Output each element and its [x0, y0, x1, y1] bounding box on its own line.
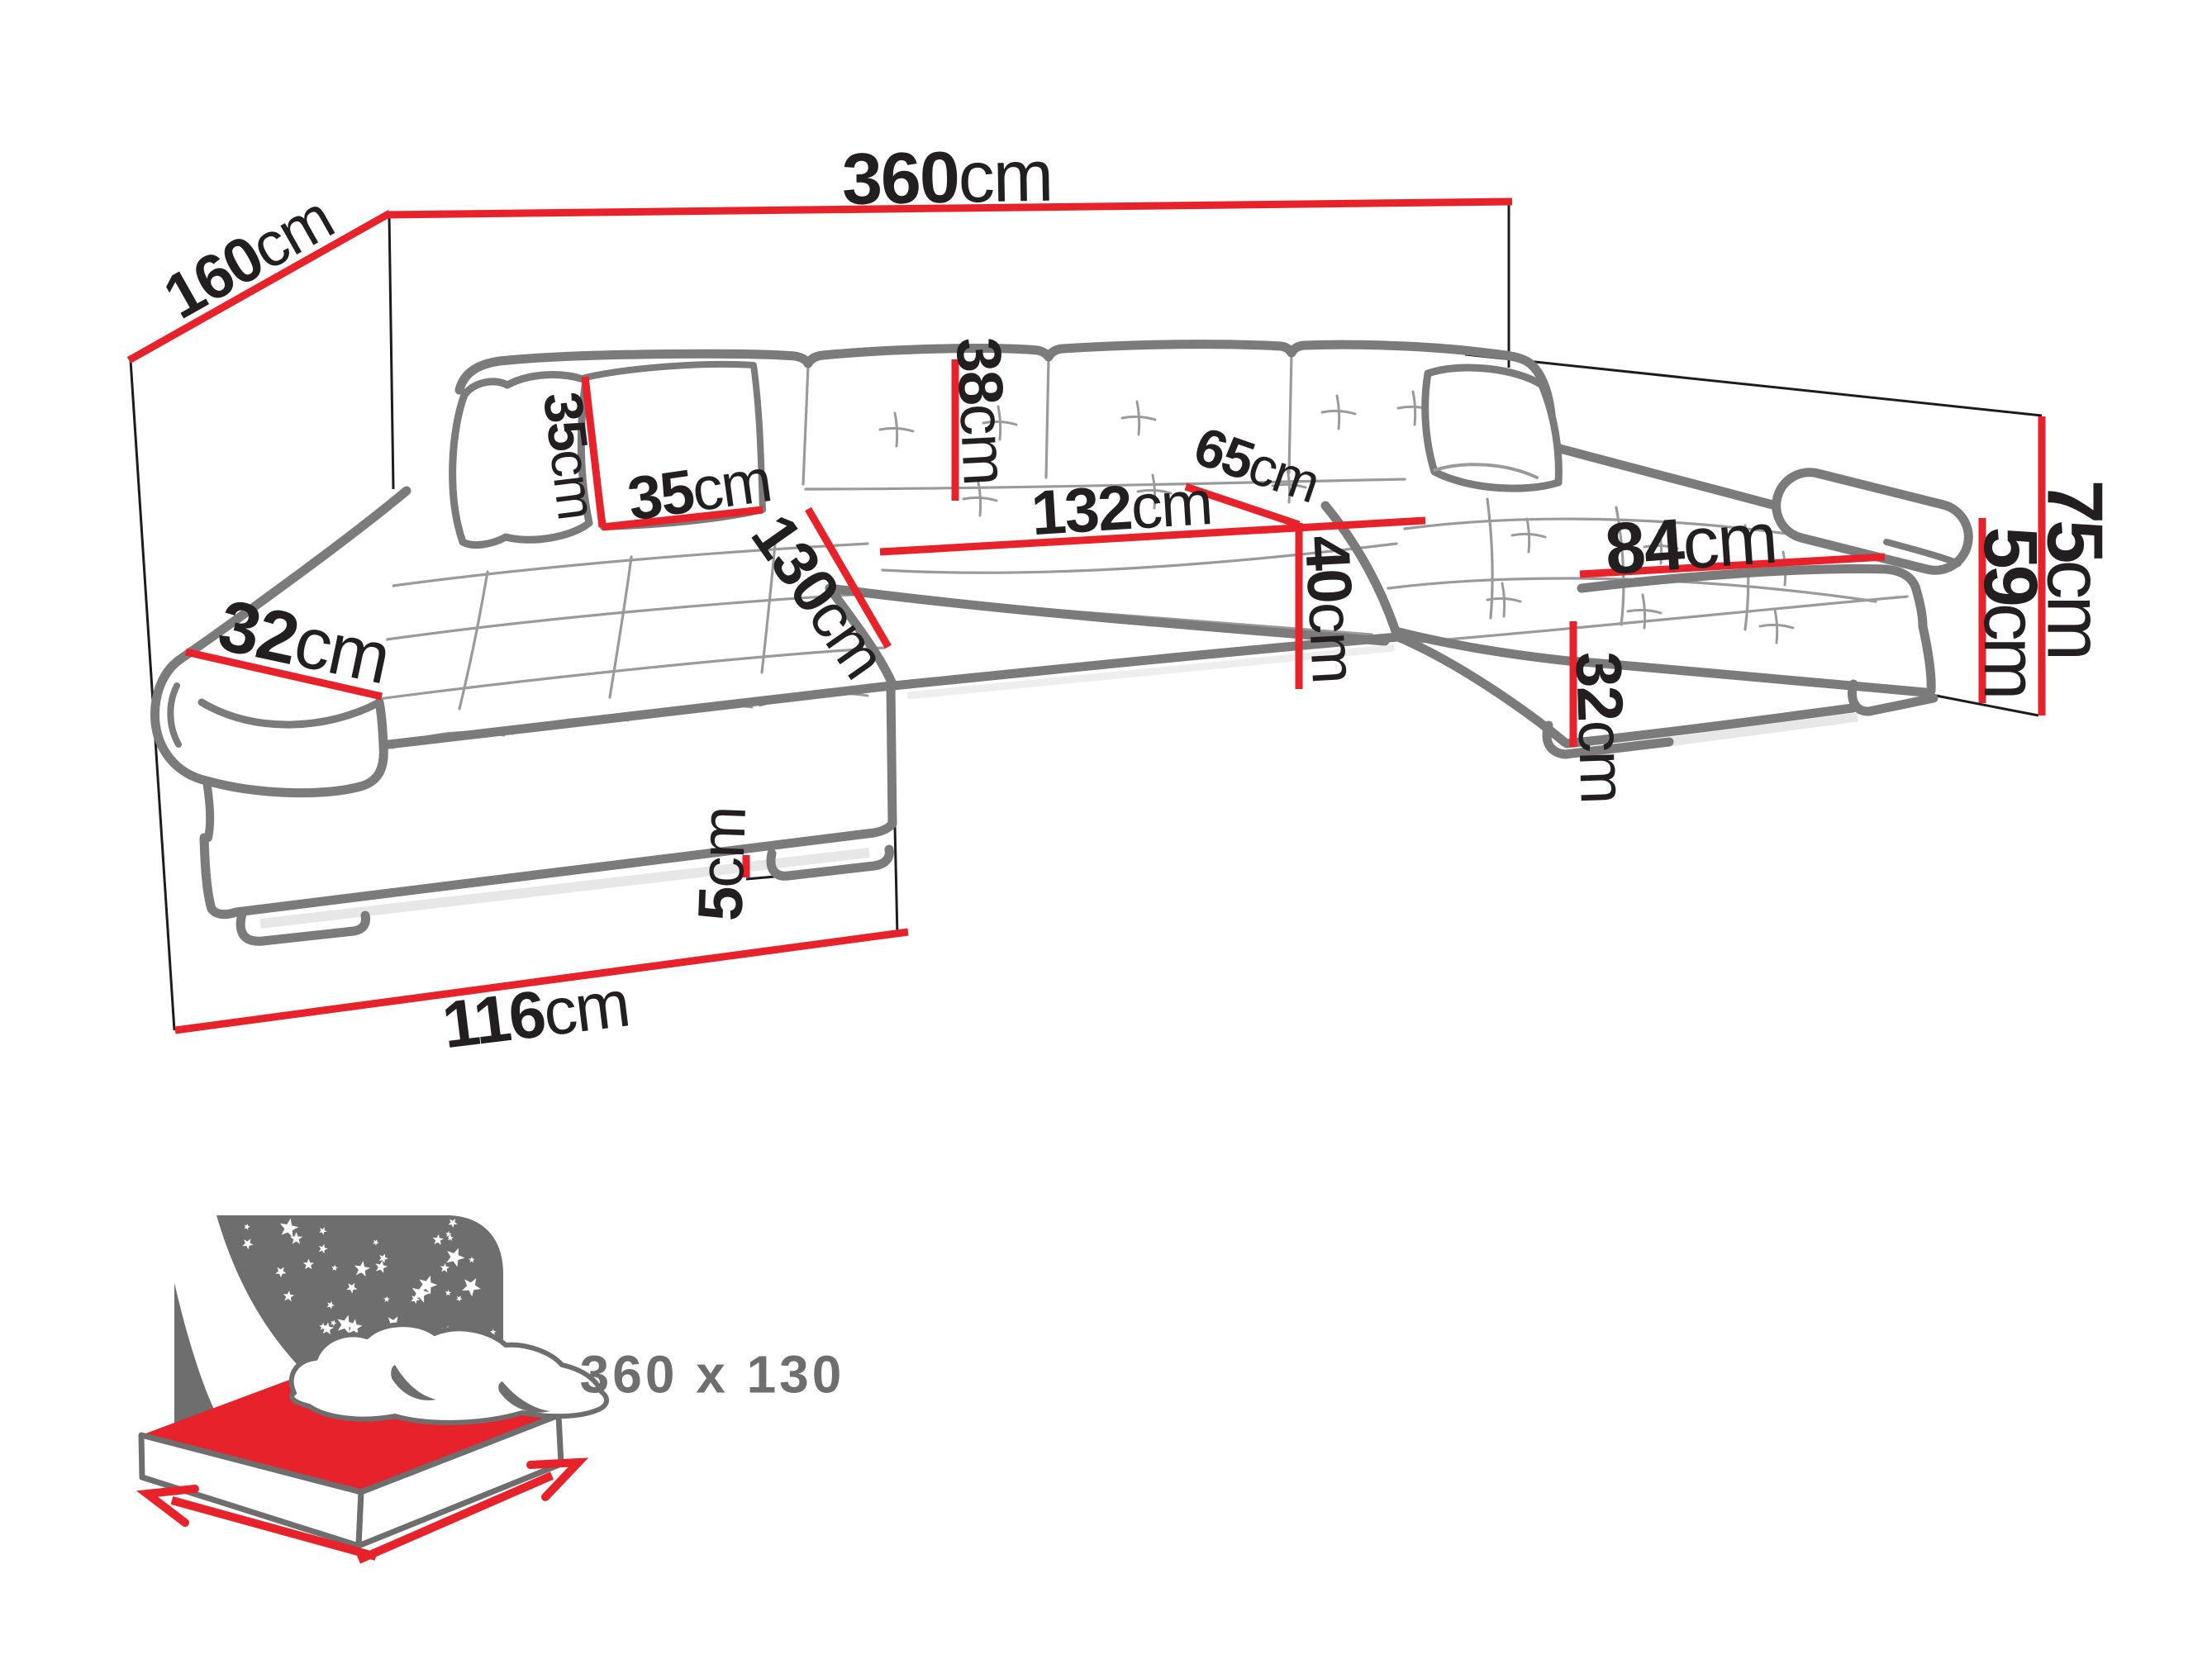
svg-text:116cm: 116cm	[439, 967, 633, 1062]
svg-text:5cm: 5cm	[685, 806, 759, 922]
svg-text:84cm: 84cm	[1602, 497, 1779, 590]
svg-text:32cm: 32cm	[212, 583, 396, 699]
svg-text:35cm: 35cm	[624, 445, 775, 533]
svg-text:360 x 130: 360 x 130	[580, 1344, 845, 1404]
svg-text:75cm: 75cm	[2030, 480, 2119, 658]
svg-text:40cm: 40cm	[1292, 534, 1369, 684]
svg-text:360cm: 360cm	[841, 135, 1053, 220]
svg-text:32cm: 32cm	[1563, 650, 1640, 804]
svg-text:35cm: 35cm	[532, 388, 608, 521]
svg-text:38cm: 38cm	[943, 335, 1020, 486]
svg-text:132cm: 132cm	[1030, 468, 1214, 549]
svg-text:59cm: 59cm	[1968, 527, 2053, 696]
